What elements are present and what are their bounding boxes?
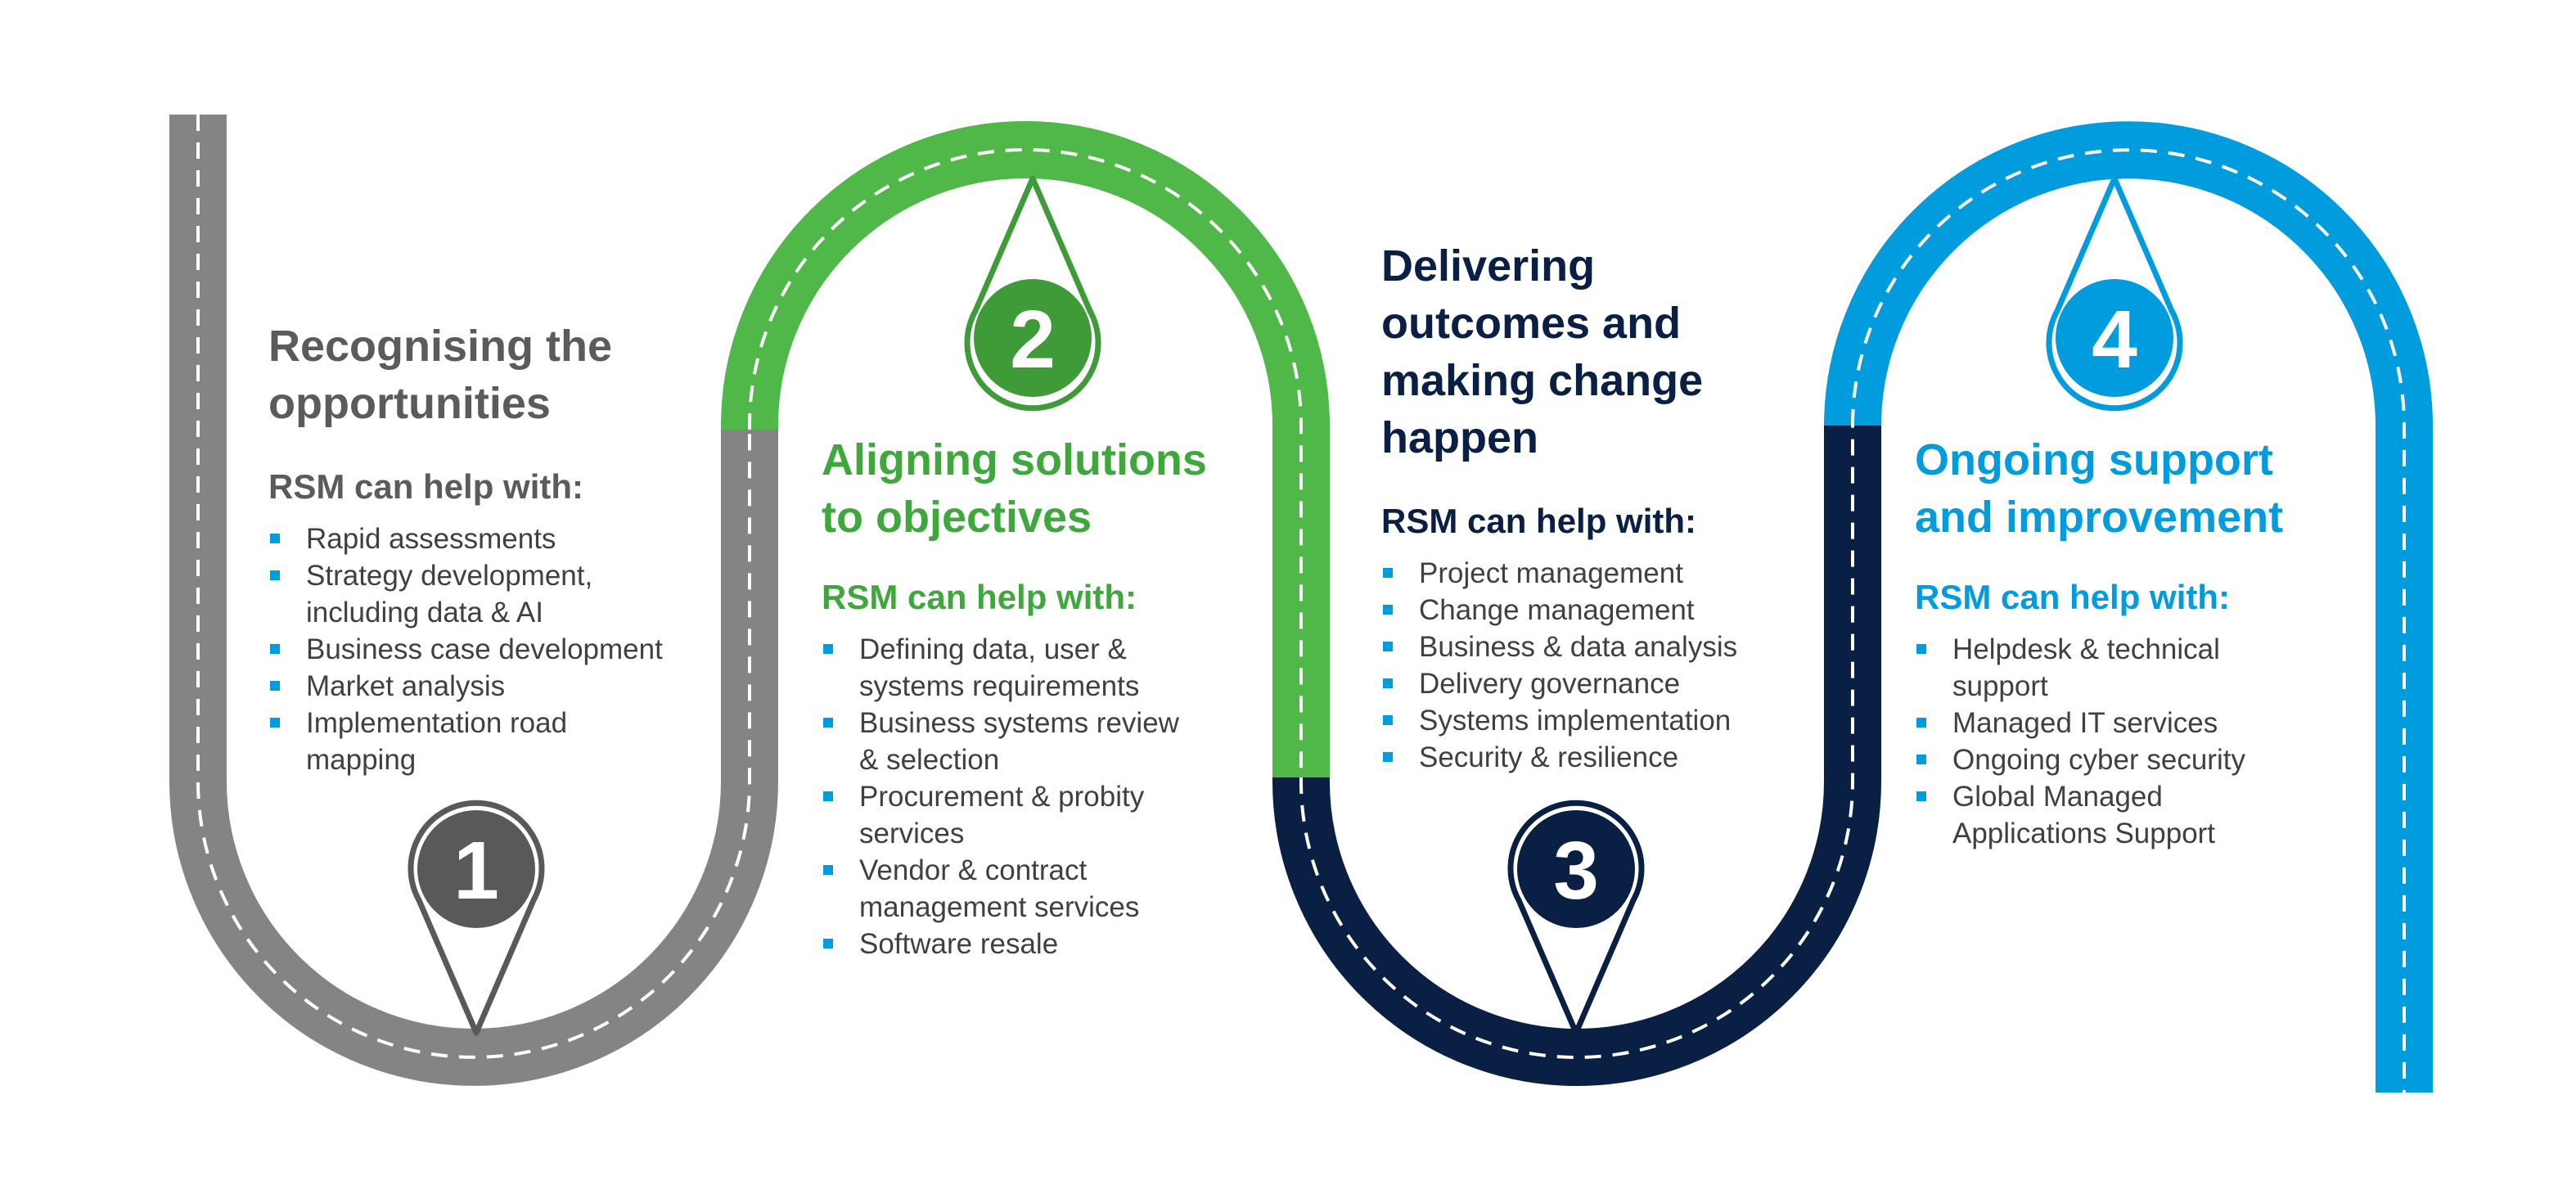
road-segment-1 — [169, 115, 778, 1086]
step-3-heading-line: Delivering — [1381, 241, 1596, 291]
pin-4-marker: 4 — [2046, 175, 2183, 412]
step-4-heading: Ongoing support and improvement — [1915, 431, 2283, 546]
step-4-heading-line: Ongoing support — [1915, 435, 2273, 484]
list-item: Systems implementation — [1381, 702, 1737, 739]
step-3-help-label: RSM can help with: — [1381, 502, 1697, 540]
step-2-help-label: RSM can help with: — [822, 578, 1137, 616]
step-2-heading-line: to objectives — [822, 493, 1092, 542]
step-3-heading-line: happen — [1381, 413, 1539, 462]
list-item: Strategy development,including data & AI — [268, 557, 663, 631]
road-segment-2 — [721, 121, 1330, 777]
step-2-heading-line: Aligning solutions — [822, 435, 1207, 484]
pin-2-marker: 2 — [964, 175, 1101, 412]
list-item: Ongoing cyber security — [1915, 741, 2283, 778]
step-3-heading-line: making change — [1381, 356, 1704, 405]
list-item: Business & data analysis — [1381, 629, 1737, 665]
step-3-panel: Delivering outcomes and making change ha… — [1381, 237, 1737, 776]
step-2-heading: Aligning solutions to objectives — [822, 431, 1207, 546]
step-4-help-label: RSM can help with: — [1915, 578, 2231, 616]
list-item: Project management — [1381, 555, 1737, 592]
step-3-heading-line: outcomes and — [1381, 299, 1682, 348]
list-item: Rapid assessments — [268, 520, 663, 557]
step-2-panel: Aligning solutions to objectives RSM can… — [822, 431, 1207, 962]
step-2-service-list: Defining data, user &systems requirement… — [822, 631, 1207, 962]
step-1-service-list: Rapid assessments Strategy development,i… — [268, 520, 663, 778]
step-4-heading-line: and improvement — [1915, 493, 2284, 542]
list-item: Market analysis — [268, 668, 663, 705]
step-3-heading: Delivering outcomes and making change ha… — [1381, 237, 1737, 466]
list-item: Software resale — [822, 926, 1207, 962]
pin-3-number: 3 — [1553, 825, 1599, 917]
list-item: Business systems review& selection — [822, 705, 1207, 778]
road-segment-3 — [1272, 426, 1881, 1086]
list-item: Business case development — [268, 631, 663, 668]
list-item: Defining data, user &systems requirement… — [822, 631, 1207, 705]
step-4-panel: Ongoing support and improvement RSM can … — [1915, 431, 2283, 852]
pin-1-number: 1 — [453, 825, 499, 917]
list-item: Delivery governance — [1381, 665, 1737, 702]
step-1-panel: Recognising the opportunities RSM can he… — [268, 318, 663, 778]
list-item: Managed IT services — [1915, 705, 2283, 741]
pin-4-number: 4 — [2092, 294, 2137, 385]
step-1-help-label: RSM can help with: — [268, 467, 584, 506]
pin-3-marker: 3 — [1507, 800, 1645, 1036]
step-1-heading-line: opportunities — [268, 379, 551, 428]
pin-1-marker: 1 — [408, 800, 545, 1036]
list-item: Security & resilience — [1381, 739, 1737, 776]
pin-2-number: 2 — [1010, 294, 1056, 385]
list-item: Change management — [1381, 592, 1737, 629]
step-1-heading-line: Recognising the — [268, 322, 613, 371]
step-3-service-list: Project management Change management Bus… — [1381, 555, 1737, 776]
step-1-heading: Recognising the opportunities — [268, 318, 663, 432]
road-segment-4 — [1824, 121, 2433, 1093]
